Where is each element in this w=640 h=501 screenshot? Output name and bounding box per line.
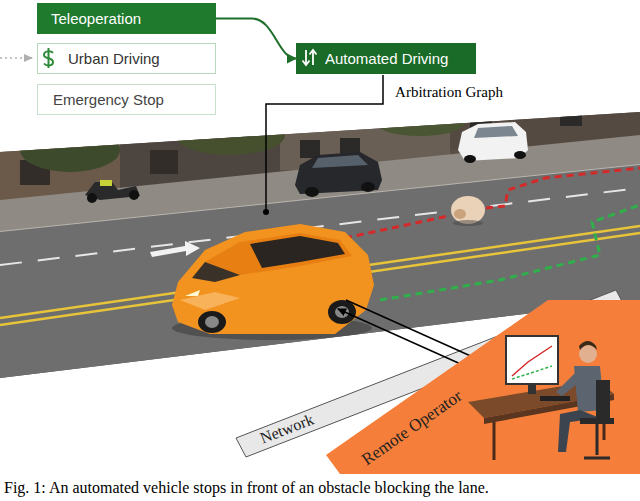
- blocked-path: [486, 168, 640, 208]
- trees: [175, 115, 285, 155]
- blocked-path: [345, 216, 448, 238]
- parked-cars: [464, 155, 476, 163]
- remote-operator-figure: [540, 396, 570, 401]
- parked-cars: [87, 193, 97, 203]
- parked-cars: [312, 155, 368, 168]
- remote-operator-figure: [512, 366, 552, 379]
- sort-icon: [312, 51, 314, 65]
- obstacle: [451, 196, 485, 224]
- node-label: Automated Driving: [325, 50, 448, 67]
- automated-vehicle: [172, 224, 374, 340]
- leader-dot: [263, 209, 269, 215]
- parked-cars: [100, 180, 112, 186]
- parked-cars: [85, 122, 528, 203]
- figure-caption: Fig. 1: An automated vehicle stops in fr…: [4, 479, 489, 497]
- operator-path: [380, 205, 640, 300]
- remote-operator-figure: [584, 457, 610, 460]
- graph-label: Arbitration Graph: [395, 84, 503, 101]
- arbitrator-box: Automated Driving: [296, 43, 476, 74]
- dollar-icon: [44, 51, 53, 65]
- building-facade: [560, 112, 582, 126]
- road-arrow: [150, 241, 200, 257]
- automated-vehicle: [205, 316, 219, 328]
- remote-operator-figure: [506, 336, 558, 384]
- remote-operator-figure: [512, 346, 552, 376]
- operator-panel: [326, 300, 640, 474]
- behavior-option: Urban Driving: [37, 43, 216, 74]
- automated-vehicle: [172, 224, 374, 334]
- behavior-option-active: Teleoperation: [37, 3, 216, 34]
- dotted-input: [0, 57, 32, 59]
- building-facade: [150, 150, 178, 174]
- automated-vehicle: [192, 262, 240, 282]
- automated-vehicle: [185, 290, 200, 296]
- parked-cars: [295, 152, 382, 194]
- parked-cars: [305, 187, 319, 197]
- remote-operator-figure: [468, 336, 614, 460]
- remote-operator-figure: [528, 384, 536, 394]
- remote-operator-figure: [556, 372, 582, 396]
- remote-operator-figure: [596, 424, 599, 455]
- uplink-arrow: [346, 300, 484, 362]
- road: [0, 165, 640, 390]
- network-label: Network: [258, 410, 317, 447]
- building-facade: [300, 140, 320, 158]
- dollar-icon: [44, 48, 53, 68]
- remote-operator-figure: [493, 422, 496, 460]
- obstacle: [453, 220, 483, 226]
- remote-operator-figure: [579, 341, 597, 350]
- obstacle: [451, 196, 485, 226]
- node-label: Urban Driving: [68, 50, 160, 67]
- arbitration-edge: [216, 19, 296, 59]
- automated-vehicle: [250, 236, 345, 268]
- downlink-arrow: [338, 309, 474, 370]
- automated-vehicle: [198, 311, 226, 333]
- leader-line: [266, 75, 383, 209]
- sort-icon: [310, 50, 317, 55]
- automated-vehicle: [328, 300, 356, 324]
- remote-operator-figure: [596, 380, 610, 420]
- remote-operator-figure: [580, 418, 614, 424]
- node-label: Teleoperation: [51, 10, 141, 27]
- node-label: Emergency Stop: [53, 91, 164, 108]
- dollar-icon: [48, 48, 50, 68]
- parked-cars: [361, 182, 375, 192]
- sort-icon: [305, 50, 307, 64]
- remote-operator-figure: [558, 410, 600, 452]
- sort-icon: [303, 61, 310, 66]
- obstacle: [454, 209, 466, 219]
- parked-cars: [129, 190, 139, 200]
- automated-vehicle: [335, 306, 349, 318]
- behavior-option: Emergency Stop: [37, 84, 216, 115]
- street-scene: [0, 100, 640, 390]
- street-scene: [0, 100, 640, 390]
- sort-icon: [303, 50, 317, 65]
- parked-cars: [474, 126, 518, 138]
- automated-vehicle: [205, 233, 352, 275]
- trees: [20, 128, 120, 172]
- parked-cars: [514, 151, 526, 159]
- trees: [375, 108, 465, 136]
